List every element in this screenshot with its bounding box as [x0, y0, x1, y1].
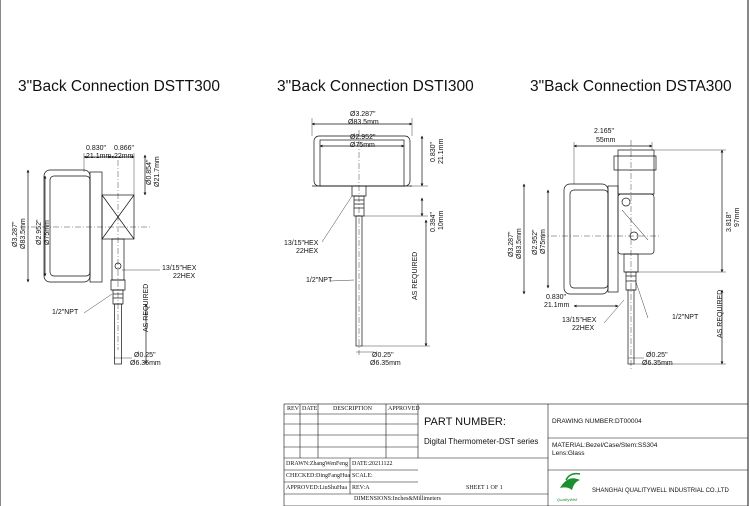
- scale: SCALE:: [352, 473, 373, 479]
- drawn-date: DATE:20211122: [352, 461, 393, 467]
- dim-dsta-0830: 0.830": [546, 294, 567, 301]
- company-name: SHANGHAI QUALITYWELL INDUSTRIAL CO.,LTD: [592, 488, 729, 494]
- dim-dsta-hex22: 22HEX: [572, 325, 595, 332]
- lens: Lens:Glass: [552, 450, 585, 457]
- dim-dsti-3287: Ø3.287": [350, 111, 376, 118]
- dim-dsti-211mm: 21.1mm: [438, 138, 445, 164]
- dim-dsta-3818: 3.818": [726, 211, 733, 232]
- part-number-label: PART NUMBER:: [424, 416, 506, 428]
- dim-dstt-hex22: 22HEX: [173, 273, 196, 280]
- company-logo: [560, 472, 581, 490]
- dim-dstt-as-required: AS REQUIRED: [143, 283, 150, 332]
- title-dsti: 3"Back Connection DSTI300: [277, 78, 474, 95]
- part-number-value: Digital Thermometer-DST series: [424, 437, 539, 446]
- dim-dsta-97mm: 97mm: [734, 207, 741, 227]
- dim-dsta-55mm: 55mm: [596, 137, 616, 144]
- dim-dsta-npt: 1/2"NPT: [672, 314, 699, 321]
- dim-dsti-0830: 0.830": [430, 141, 437, 162]
- sheet-count: SHEET 1 OF 1: [466, 485, 503, 491]
- title-dsta: 3"Back Connection DSTA300: [530, 78, 732, 95]
- dim-dsta-025: Ø0.25": [646, 352, 668, 359]
- dim-dstt-025: Ø0.25": [134, 352, 156, 359]
- title-dstt: 3"Back Connection DSTT300: [18, 78, 220, 95]
- dim-dstt-217mm: Ø21.7mm: [154, 156, 161, 187]
- dim-dsta-75mm: Ø75mm: [540, 229, 547, 254]
- dim-dstt-22mm: 22mm: [114, 153, 134, 160]
- dim-dsta-hex1315: 13/15"HEX: [562, 317, 597, 324]
- dim-dstt-211mm: 21.1mm: [86, 153, 112, 160]
- dim-dsti-025: Ø0.25": [372, 352, 394, 359]
- dim-dstt-hex1315: 13/15"HEX: [162, 265, 197, 272]
- logo-text: QualityWell: [557, 497, 578, 502]
- dim-dstt-0866: 0.866": [114, 145, 135, 152]
- title-block-grid: [283, 403, 749, 506]
- dim-dstt-npt: 1/2"NPT: [52, 309, 79, 316]
- dim-dstt-835mm: Ø83.5mm: [20, 218, 27, 249]
- dim-dstt-0854: Ø0.854": [146, 159, 153, 185]
- dstt-drawing: [20, 153, 160, 365]
- dim-dstt-0830: 0.830": [86, 145, 107, 152]
- dim-dsta-635mm: Ø6.35mm: [642, 360, 673, 367]
- dim-dsti-hex1315: 13/15"HEX: [284, 240, 319, 247]
- dim-dstt-2952: Ø2.952": [36, 219, 43, 245]
- dim-dsta-835mm: Ø83.5mm: [516, 228, 523, 259]
- dim-dsta-as-required: AS REQUIRED: [717, 289, 724, 338]
- dimensions-note: DIMENSIONS:Inches&Millimeters: [354, 496, 441, 502]
- dsti-drawing: [311, 118, 430, 355]
- dim-dsti-0394: 0.394": [430, 211, 437, 232]
- tb-approved-header: APPROVED: [388, 406, 420, 412]
- drawing-number: DRAWING NUMBER:DT00004: [552, 418, 642, 425]
- dim-dsta-2952: Ø2.952": [532, 229, 539, 255]
- approved-by: APPROVED:LiuShuHua: [286, 485, 348, 491]
- revision: REV:A: [352, 485, 370, 491]
- tb-date-header: DATE: [302, 406, 318, 412]
- dim-dstt-75mm: Ø75mm: [44, 220, 51, 245]
- dim-dsta-3287: Ø3.287": [508, 231, 515, 257]
- dim-dsti-835mm: Ø83.5mm: [348, 119, 379, 126]
- drawn-by: DRAWN:ZhangWenFeng: [286, 461, 349, 467]
- tb-rev-header: REV: [287, 406, 299, 412]
- dim-dsti-hex22: 22HEX: [296, 248, 319, 255]
- dsta-drawing: [522, 140, 726, 370]
- checked-by: CHECKED:DingFangHua: [286, 473, 350, 479]
- dim-dsti-75mm: Ø75mm: [350, 142, 375, 149]
- material: MATERIAL:Bezel/Case/Stem:SS304: [552, 442, 658, 449]
- dim-dsta-2165: 2.165": [594, 128, 615, 135]
- dim-dsta-211mm: 21.1mm: [544, 302, 570, 309]
- dim-dsti-10mm: 10mm: [438, 210, 445, 230]
- tb-description-header: DESCRIPTION: [333, 406, 373, 412]
- dim-dsti-npt: 1/2"NPT: [306, 277, 333, 284]
- dim-dsti-as-required: AS REQUIRED: [412, 251, 419, 300]
- dim-dsti-2952: Ø2.952": [350, 134, 376, 141]
- dim-dstt-635mm: Ø6.35mm: [130, 360, 161, 367]
- dim-dstt-3287: Ø3.287": [12, 221, 19, 247]
- dim-dsti-635mm: Ø6.35mm: [370, 360, 401, 367]
